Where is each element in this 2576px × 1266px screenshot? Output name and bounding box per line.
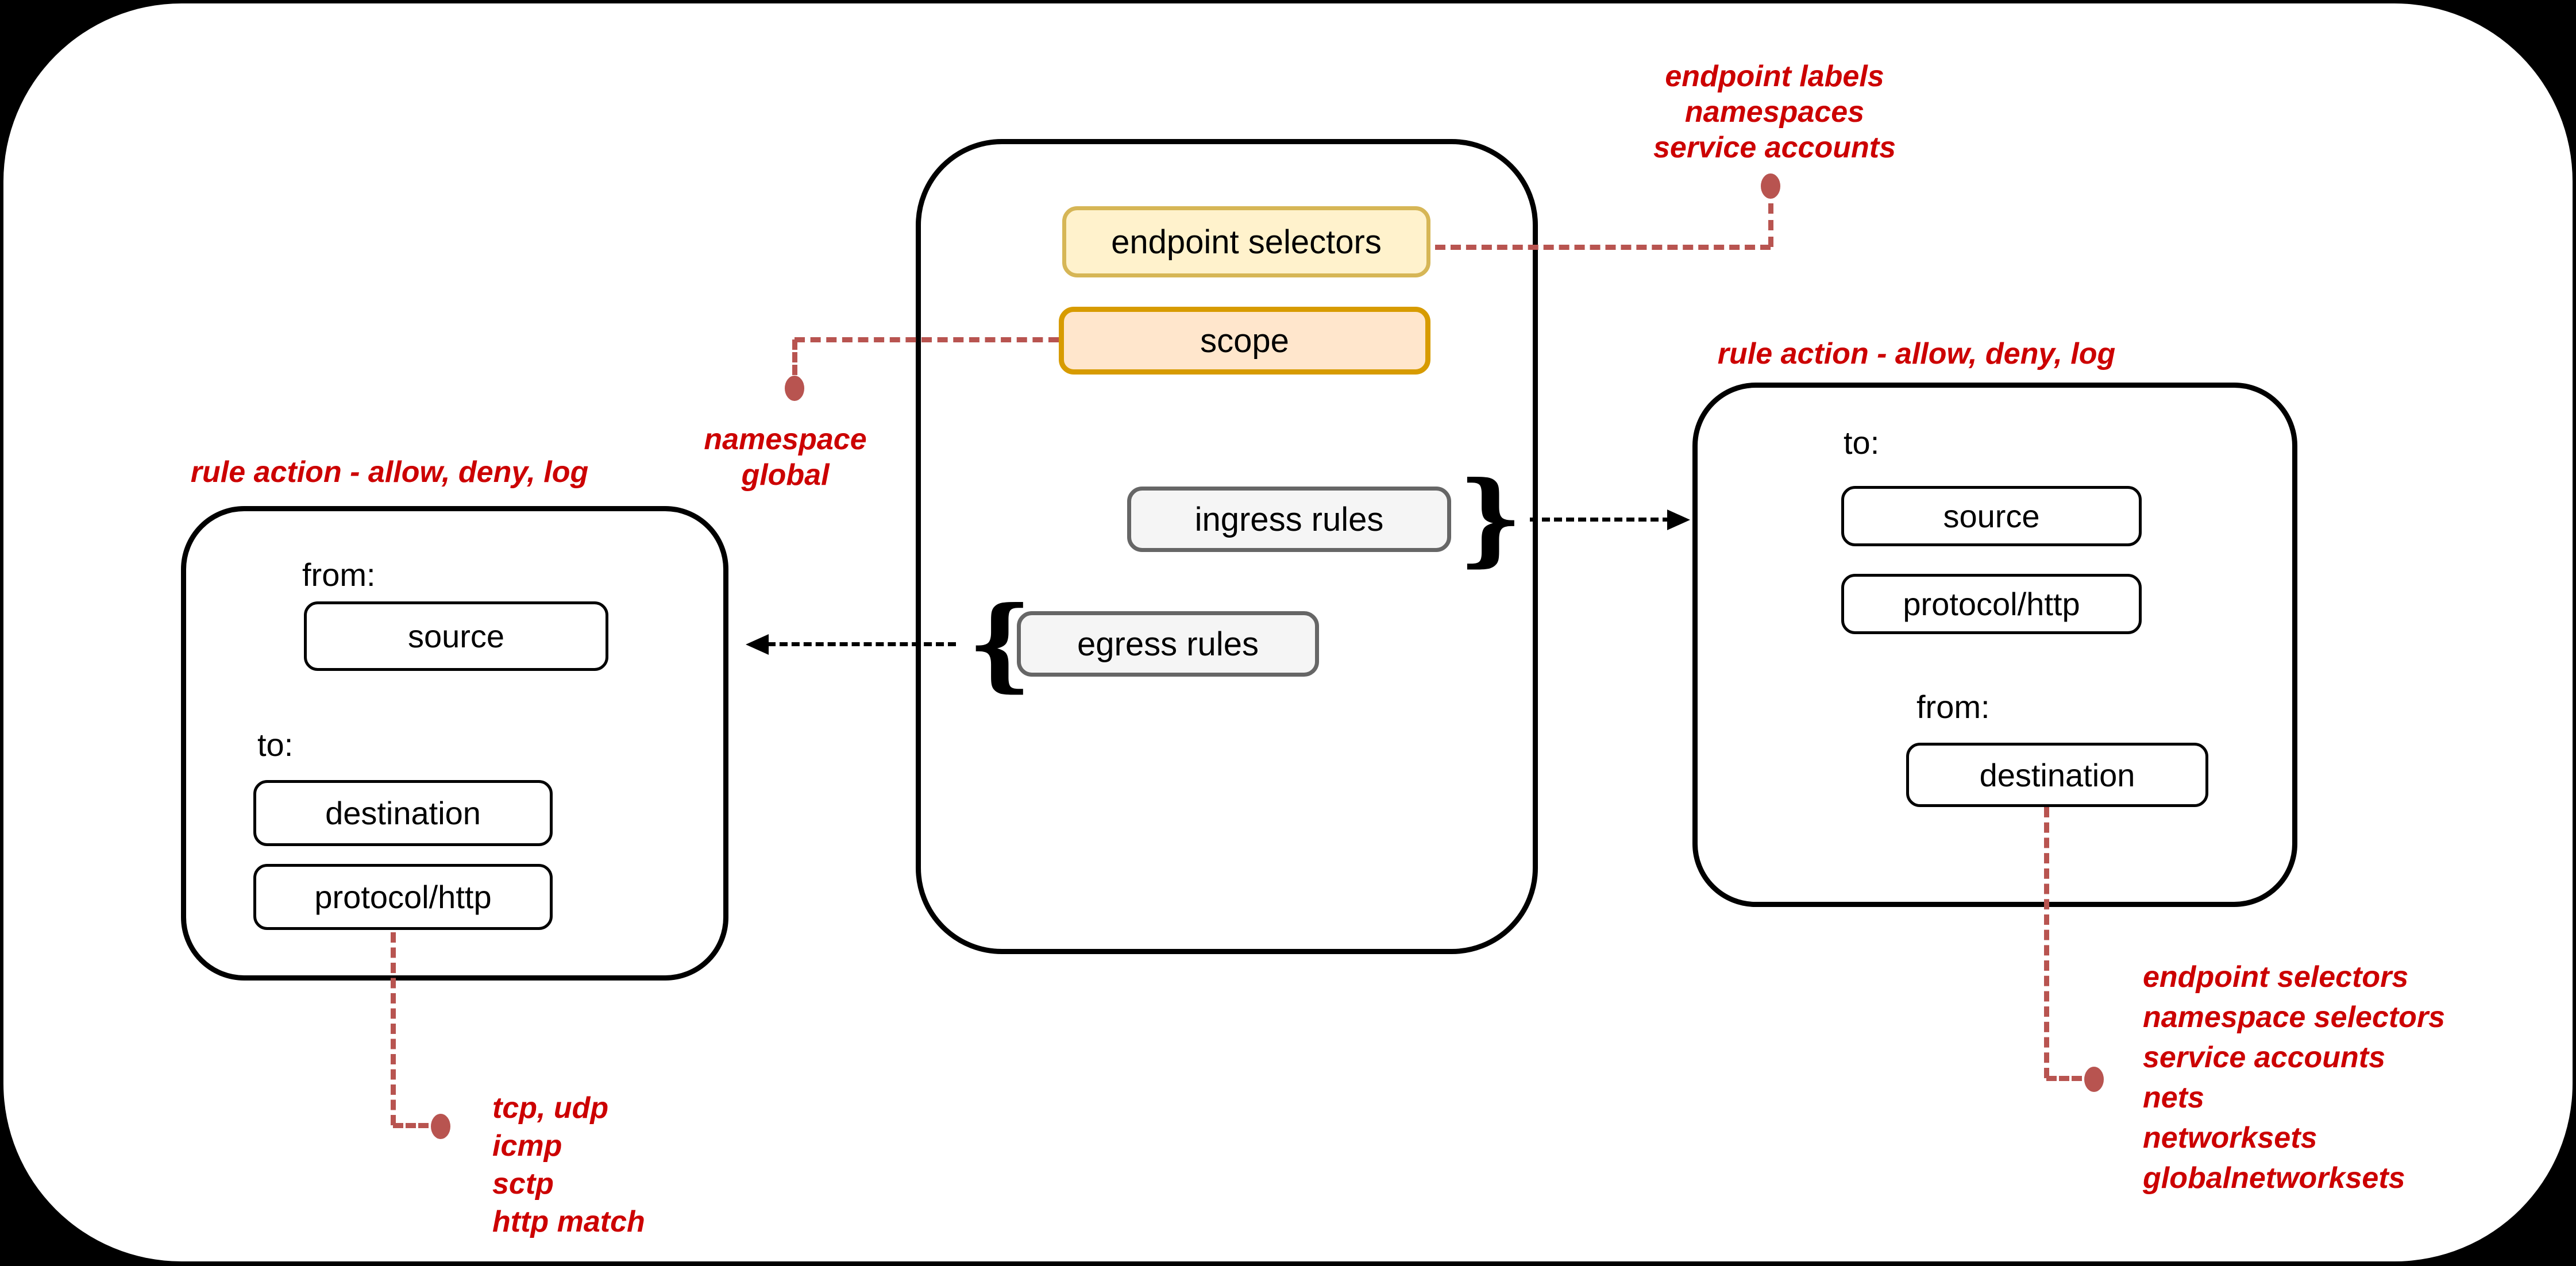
egress-protocol-box: protocol/http — [253, 864, 553, 930]
egress-destination-box: destination — [253, 780, 553, 846]
egress-arrow-line — [768, 642, 956, 646]
ingress-rule-container — [1692, 383, 2297, 907]
egress-arrow-head-icon — [746, 634, 769, 655]
endpoint-attrs-note: endpoint labels namespaces service accou… — [1653, 60, 1896, 164]
destination-values-note: endpoint selectors namespace selectors s… — [2143, 960, 2446, 1195]
egress-from-label: from: — [302, 557, 376, 593]
diagram-card: endpoint selectors scope ingress rules e… — [3, 3, 2573, 1261]
scope-box: scope — [1059, 307, 1430, 375]
scope-connector-dot — [785, 376, 804, 401]
egress-rule-action-note: rule action - allow, deny, log — [190, 456, 589, 489]
ingress-rules-label: ingress rules — [1194, 500, 1384, 538]
protocols-note: tcp, udp icmp sctp http match — [492, 1091, 645, 1238]
endpoint-selectors-connector-h — [1435, 245, 1771, 250]
scope-values-note: namespace global — [704, 423, 867, 492]
destination-connector-dot — [2084, 1067, 2104, 1092]
ingress-protocol-box: protocol/http — [1841, 574, 2142, 634]
endpoint-selectors-box: endpoint selectors — [1062, 206, 1430, 277]
destination-connector-v — [2044, 807, 2049, 1078]
ingress-destination-box: destination — [1906, 743, 2208, 807]
ingress-source-box: source — [1841, 486, 2142, 546]
protocols-connector-h — [393, 1123, 429, 1128]
egress-rules-box: egress rules — [1017, 611, 1319, 677]
ingress-rule-action-note: rule action - allow, deny, log — [1717, 337, 2116, 370]
scope-connector-h — [795, 337, 1059, 342]
egress-source-box: source — [304, 601, 608, 671]
ingress-rules-box: ingress rules — [1127, 487, 1451, 552]
egress-rules-label: egress rules — [1077, 625, 1259, 663]
egress-to-label: to: — [257, 727, 294, 763]
ingress-brace-icon: } — [1458, 460, 1523, 577]
scope-label: scope — [1200, 322, 1289, 360]
ingress-arrow-head-icon — [1667, 510, 1690, 530]
endpoint-selectors-connector-dot — [1761, 173, 1780, 199]
ingress-from-label: from: — [1916, 689, 1990, 725]
ingress-arrow-line — [1530, 518, 1671, 522]
egress-brace-icon: { — [967, 585, 1032, 703]
ingress-to-label: to: — [1844, 424, 1880, 461]
endpoint-selectors-connector-v — [1768, 203, 1773, 247]
destination-connector-h — [2046, 1076, 2082, 1081]
protocols-connector-v — [391, 932, 396, 1125]
scope-connector-v — [792, 339, 797, 375]
protocols-connector-dot — [431, 1114, 450, 1139]
endpoint-selectors-label: endpoint selectors — [1111, 223, 1382, 261]
